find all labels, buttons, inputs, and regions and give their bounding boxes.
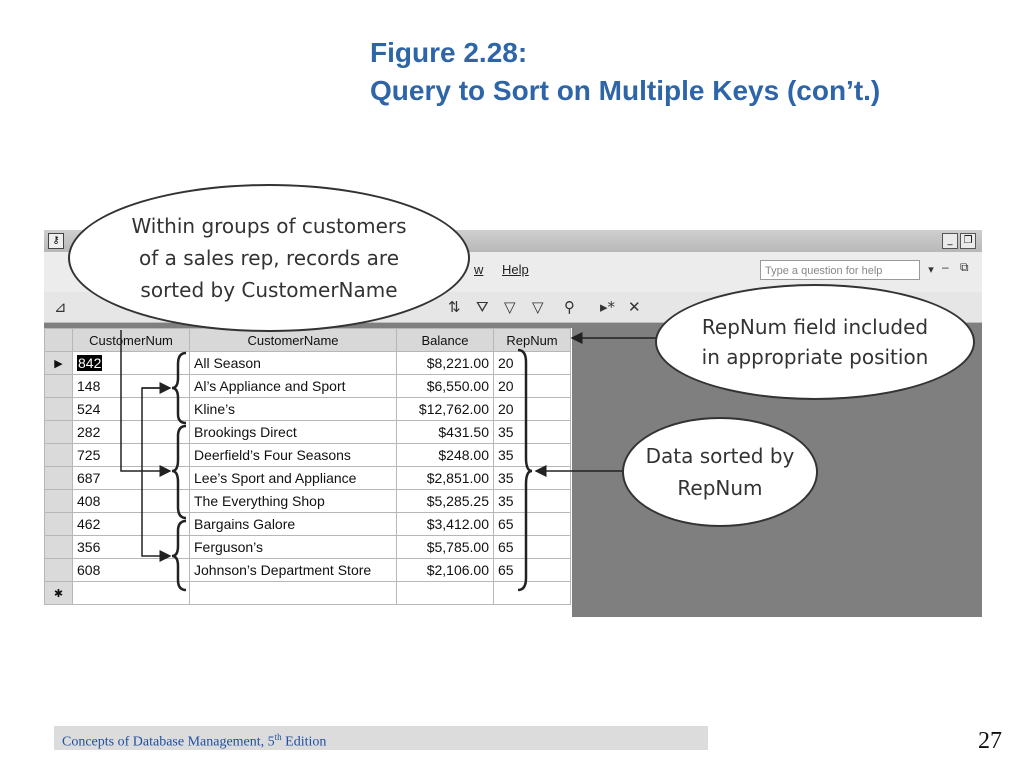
customername-cell[interactable]: Bargains Galore bbox=[189, 512, 397, 536]
repnum-cell[interactable] bbox=[493, 581, 571, 605]
customernum-cell[interactable]: 725 bbox=[72, 443, 190, 467]
column-header-customername[interactable]: CustomerName bbox=[189, 328, 397, 352]
callout-sorted-by-repnum: Data sorted by RepNum bbox=[622, 417, 818, 527]
brace-right bbox=[517, 348, 533, 592]
app-icon: ⚷ bbox=[48, 233, 64, 249]
balance-cell[interactable]: $8,221.00 bbox=[396, 351, 494, 375]
delete-record-icon[interactable]: ✕ bbox=[628, 298, 641, 316]
balance-cell[interactable]: $12,762.00 bbox=[396, 397, 494, 421]
brace-left bbox=[171, 351, 187, 425]
customername-cell[interactable]: The Everything Shop bbox=[189, 489, 397, 513]
filter-by-selection-icon[interactable]: ⛛ bbox=[476, 298, 489, 316]
window-controls: _ ❐ bbox=[942, 233, 976, 249]
menu-window[interactable]: w bbox=[474, 262, 484, 277]
datasheet-table: CustomerNum CustomerName Balance RepNum … bbox=[44, 328, 571, 605]
customernum-cell[interactable]: 842 bbox=[72, 351, 190, 375]
table-row[interactable]: 148 Al’s Appliance and Sport $6,550.00 2… bbox=[44, 374, 571, 398]
menu-help[interactable]: Help bbox=[502, 262, 529, 277]
customername-cell[interactable] bbox=[189, 581, 397, 605]
slide-title-line1: Figure 2.28: bbox=[370, 37, 528, 68]
customernum-value: 842 bbox=[77, 355, 103, 371]
callout-groups-text: Within groups of customers of a sales re… bbox=[131, 214, 407, 302]
filter-by-form-icon[interactable]: ▽ bbox=[504, 298, 516, 316]
customername-cell[interactable]: Deerfield’s Four Seasons bbox=[189, 443, 397, 467]
record-selector[interactable] bbox=[44, 535, 73, 559]
customername-cell[interactable]: Johnson’s Department Store bbox=[189, 558, 397, 582]
new-record-row[interactable]: ✱ bbox=[44, 581, 571, 605]
datasheet: CustomerNum CustomerName Balance RepNum … bbox=[44, 328, 572, 617]
header-row: CustomerNum CustomerName Balance RepNum bbox=[44, 328, 571, 352]
repnum-cell[interactable]: 65 bbox=[493, 535, 571, 559]
restore-icon[interactable]: ⧉ bbox=[960, 260, 969, 274]
customername-cell[interactable]: All Season bbox=[189, 351, 397, 375]
balance-cell[interactable] bbox=[396, 581, 494, 605]
record-selector[interactable] bbox=[44, 558, 73, 582]
table-row[interactable]: 687 Lee’s Sport and Appliance $2,851.00 … bbox=[44, 466, 571, 490]
footer-superscript: th bbox=[274, 732, 282, 742]
column-header-balance[interactable]: Balance bbox=[396, 328, 494, 352]
customernum-cell[interactable]: 687 bbox=[72, 466, 190, 490]
repnum-cell[interactable]: 65 bbox=[493, 512, 571, 536]
current-record-icon[interactable]: ▶ bbox=[44, 351, 73, 375]
new-record-icon[interactable]: ✱ bbox=[44, 581, 73, 605]
record-selector[interactable] bbox=[44, 374, 73, 398]
restore-icon[interactable]: ❐ bbox=[960, 233, 976, 249]
connector-line bbox=[120, 330, 172, 477]
chevron-down-icon[interactable]: ▾ bbox=[928, 264, 934, 276]
column-header-customernum[interactable]: CustomerNum bbox=[72, 328, 190, 352]
customername-cell[interactable]: Kline’s bbox=[189, 397, 397, 421]
table-row[interactable]: ▶ 842 All Season $8,221.00 20 bbox=[44, 351, 571, 375]
brace-left bbox=[171, 424, 187, 520]
minimize-icon[interactable]: – bbox=[942, 260, 949, 274]
slide-title: Figure 2.28: Query to Sort on Multiple K… bbox=[370, 34, 880, 110]
balance-cell[interactable]: $3,412.00 bbox=[396, 512, 494, 536]
customernum-cell[interactable]: 608 bbox=[72, 558, 190, 582]
table-row[interactable]: 462 Bargains Galore $3,412.00 65 bbox=[44, 512, 571, 536]
balance-cell[interactable]: $431.50 bbox=[396, 420, 494, 444]
balance-cell[interactable]: $5,285.25 bbox=[396, 489, 494, 513]
balance-cell[interactable]: $2,106.00 bbox=[396, 558, 494, 582]
callout-sorted-text: Data sorted by RepNum bbox=[645, 444, 795, 500]
sort-descending-icon[interactable]: ⇅ bbox=[448, 298, 461, 316]
apply-filter-icon[interactable]: ▽ bbox=[532, 298, 544, 316]
find-icon[interactable]: ⚲ bbox=[564, 298, 575, 316]
brace-left bbox=[171, 519, 187, 592]
view-icon[interactable]: ⊿ bbox=[54, 298, 67, 316]
callout-repnum-text: RepNum field included in appropriate pos… bbox=[701, 315, 929, 369]
repnum-cell[interactable]: 35 bbox=[493, 420, 571, 444]
callout-customername-groups: Within groups of customers of a sales re… bbox=[68, 184, 470, 332]
page-number: 27 bbox=[978, 728, 1002, 754]
customername-cell[interactable]: Brookings Direct bbox=[189, 420, 397, 444]
record-selector[interactable] bbox=[44, 443, 73, 467]
minimize-icon[interactable]: _ bbox=[942, 233, 958, 249]
customername-cell[interactable]: Lee’s Sport and Appliance bbox=[189, 466, 397, 490]
record-selector[interactable] bbox=[44, 466, 73, 490]
slide-title-line2: Query to Sort on Multiple Keys (con’t.) bbox=[370, 75, 881, 106]
customernum-cell[interactable]: 462 bbox=[72, 512, 190, 536]
footer-text: Concepts of Database Management, 5th Edi… bbox=[62, 732, 326, 751]
table-row[interactable]: 282 Brookings Direct $431.50 35 bbox=[44, 420, 571, 444]
column-header-repnum[interactable]: RepNum bbox=[493, 328, 571, 352]
callout-repnum-position: RepNum field included in appropriate pos… bbox=[655, 284, 975, 400]
customername-cell[interactable]: Al’s Appliance and Sport bbox=[189, 374, 397, 398]
table-row[interactable]: 725 Deerfield’s Four Seasons $248.00 35 bbox=[44, 443, 571, 467]
record-selector[interactable] bbox=[44, 512, 73, 536]
footer-title: Concepts of Database Management, 5 bbox=[62, 734, 275, 750]
connector-line bbox=[141, 387, 172, 562]
table-row[interactable]: 356 Ferguson’s $5,785.00 65 bbox=[44, 535, 571, 559]
record-selector[interactable] bbox=[44, 420, 73, 444]
repnum-cell[interactable]: 35 bbox=[493, 443, 571, 467]
balance-cell[interactable]: $2,851.00 bbox=[396, 466, 494, 490]
slide-footer: Concepts of Database Management, 5th Edi… bbox=[54, 726, 708, 750]
footer-suffix: Edition bbox=[281, 734, 327, 750]
new-record-icon[interactable]: ▸* bbox=[600, 298, 616, 316]
ask-question-input[interactable]: Type a question for help bbox=[760, 260, 920, 280]
table-row[interactable]: 608 Johnson’s Department Store $2,106.00… bbox=[44, 558, 571, 582]
customernum-cell[interactable] bbox=[72, 581, 190, 605]
customernum-cell[interactable]: 282 bbox=[72, 420, 190, 444]
